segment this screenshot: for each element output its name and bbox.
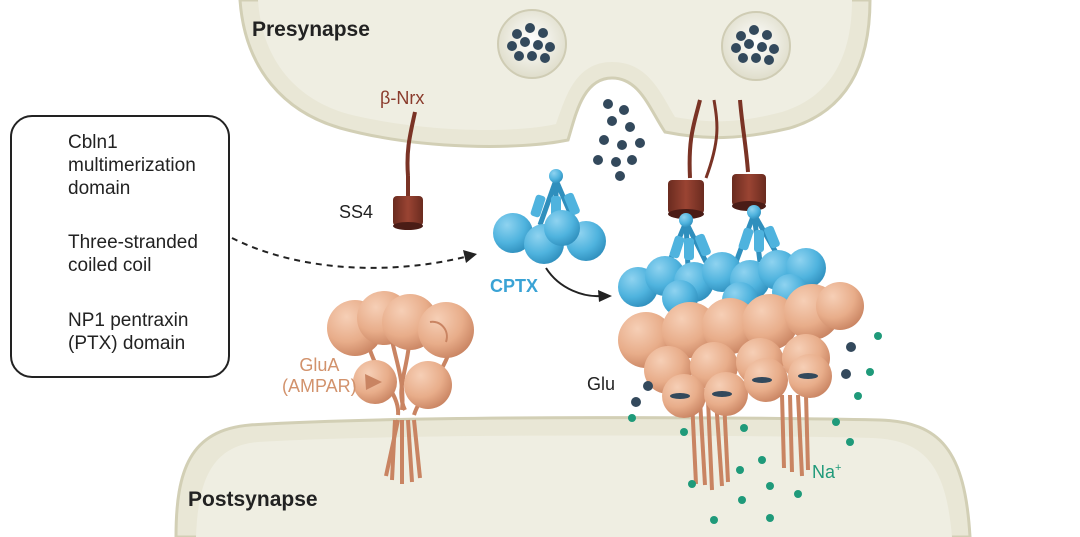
legend-line: multimerization [68, 154, 196, 176]
vesicle-glu-right [731, 25, 779, 65]
postsynapse-terminal [174, 416, 972, 537]
nrx-label: β-Nrx [380, 88, 425, 108]
na-charge: + [835, 462, 842, 474]
legend-box [10, 115, 230, 378]
complex-ampar-cluster [618, 282, 864, 491]
legend-line: Three-stranded [68, 232, 198, 253]
glua-line2: (AMPAR) [282, 375, 357, 396]
ss4-label: SS4 [339, 202, 374, 222]
glu-label: Glu [587, 374, 616, 394]
legend-line: coiled coil [68, 254, 152, 276]
vesicle-glu-left [507, 23, 555, 63]
free-ampar [327, 291, 474, 484]
postsynapse-label: Postsynapse [188, 488, 318, 511]
legend-item-coiled-coil: Three-stranded coiled coil [68, 232, 198, 278]
legend-line: Cbln1 [68, 132, 118, 153]
glua-label: GluA (AMPAR) [282, 355, 357, 396]
legend-item-cbln1: Cbln1 multimerization domain [68, 132, 196, 200]
cleft-glutamate [631, 342, 856, 407]
presynapse-terminal [238, 0, 872, 148]
glua-line1: GluA [299, 355, 340, 375]
free-cptx [493, 169, 606, 264]
na-label: Na+ [812, 462, 841, 483]
legend-item-pentraxin: NP1 pentraxin (PTX) domain [68, 310, 188, 356]
sodium-ions [628, 332, 882, 524]
released-glutamate [593, 99, 645, 181]
legend-line: (PTX) domain [68, 332, 186, 354]
legend-line: domain [68, 177, 131, 199]
cptx-label: CPTX [490, 276, 539, 296]
dashed-arrow [231, 237, 466, 269]
complex-cptx-layer [618, 205, 826, 318]
na-symbol: Na [812, 462, 836, 482]
assembly-arrow [545, 267, 601, 298]
complex-nrx-ss4 [668, 99, 766, 219]
legend-line: NP1 pentraxin [68, 310, 189, 331]
left-nrx-ss4 [393, 111, 423, 230]
presynapse-label: Presynapse [252, 18, 370, 41]
